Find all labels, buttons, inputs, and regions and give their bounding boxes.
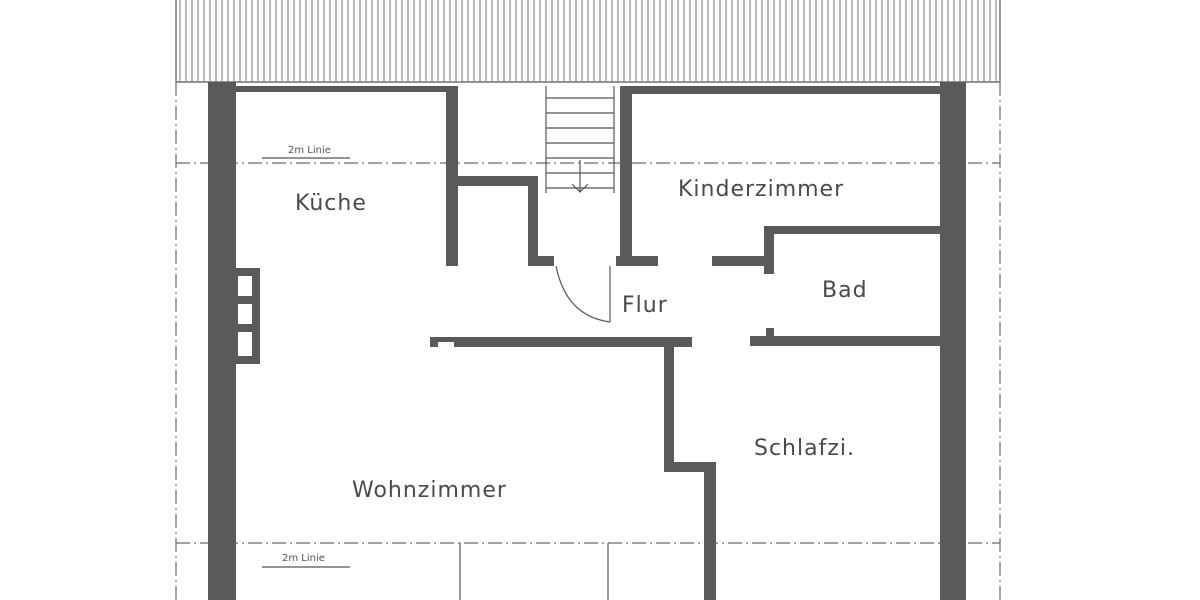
room-label-bad: Bad — [822, 278, 868, 303]
wall-bath-west — [764, 226, 774, 274]
wall-bath-north — [764, 226, 940, 234]
two-meter-line-top: 2m Linie — [176, 145, 1000, 164]
wall-children-west — [620, 86, 632, 266]
wall-top-children — [620, 86, 940, 94]
wall-bath-stub — [766, 328, 774, 338]
two-meter-line-bottom-label: 2m Linie — [282, 553, 325, 564]
roof-hatching — [175, 0, 1001, 83]
wall-stair-north — [458, 176, 538, 186]
room-label-kueche: Küche — [295, 191, 367, 216]
two-meter-line-bottom: 2m Linie — [176, 542, 1000, 600]
wall-top-kitchen — [236, 86, 458, 92]
wall-bath-south — [750, 336, 940, 346]
wall-stair-west — [528, 176, 538, 266]
two-meter-line-top-label: 2m Linie — [288, 145, 331, 156]
room-label-schlafzimmer: Schlafzi. — [754, 436, 855, 461]
wall-living-east-upper — [664, 337, 674, 471]
eave-lines — [175, 82, 1001, 600]
wall-exterior-right — [940, 82, 966, 600]
room-label-flur: Flur — [622, 293, 668, 318]
wall-children-south-left — [616, 256, 658, 266]
room-label-kinderzimmer: Kinderzimmer — [678, 177, 844, 202]
room-label-wohnzimmer: Wohnzimmer — [352, 478, 507, 503]
wall-living-east-lower — [704, 462, 716, 600]
wall-children-south-right — [712, 256, 774, 266]
wall-living-east-jog — [664, 462, 716, 472]
wall-stair-door-jamb — [528, 256, 554, 266]
wall-exterior-left — [208, 82, 236, 600]
door-swing — [555, 265, 611, 323]
wall-living-north — [430, 337, 692, 347]
wall-kitchen-east — [446, 86, 458, 266]
chimney-shaft — [232, 268, 260, 364]
walls — [208, 82, 966, 600]
staircase — [545, 86, 615, 193]
